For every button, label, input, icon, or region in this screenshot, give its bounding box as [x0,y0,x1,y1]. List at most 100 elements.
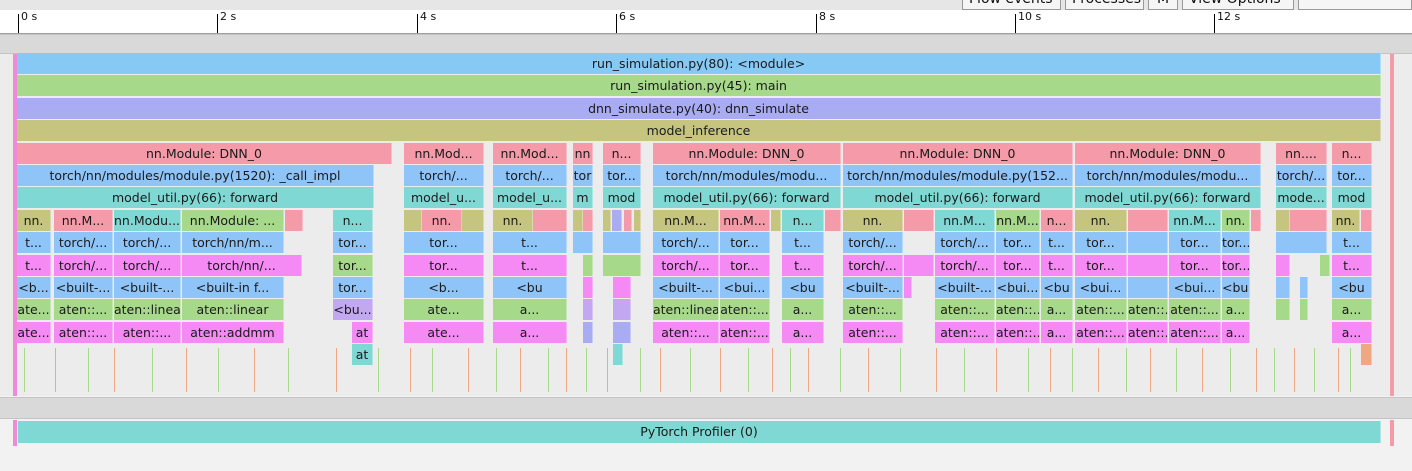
flame-slice[interactable] [904,209,934,231]
flame-slice[interactable]: nn.M... [720,209,770,231]
flame-slice[interactable]: nn.M... [935,209,995,231]
flame-slice[interactable]: torch/... [1276,165,1327,186]
flame-slice[interactable]: at [352,344,373,366]
flame-slice[interactable] [613,321,631,343]
flame-slice[interactable]: n... [782,209,824,231]
flame-slice[interactable]: torch/nn/... [182,254,302,276]
flame-slice[interactable]: <b... [404,277,484,298]
flame-slice[interactable]: nn.Module: DNN_0 [17,142,392,164]
flame-slice[interactable]: <built-... [843,277,903,298]
flame-slice[interactable] [613,277,631,298]
flame-slice[interactable]: nn.M... [1169,209,1221,231]
flame-slice[interactable]: tor... [404,254,484,276]
flame-slice[interactable]: nn.... [1276,142,1327,164]
flame-slice[interactable]: <bui... [1169,277,1221,298]
flame-slice[interactable]: n... [333,209,373,231]
flame-slice[interactable]: <built-... [653,277,719,298]
flame-slice[interactable]: model_util.py(66): forward [843,187,1073,209]
flame-slice[interactable] [573,232,593,254]
flame-slice[interactable]: a... [1041,321,1073,343]
flame-slice[interactable]: torch/nn/modules/module.py(152... [843,165,1073,186]
flame-slice[interactable] [603,254,641,276]
flame-slice[interactable]: aten::... [1075,321,1127,343]
flame-slice[interactable] [404,209,422,231]
flame-slice[interactable]: torch/... [935,254,995,276]
flame-slice[interactable]: aten::... [54,321,113,343]
flame-slice[interactable] [904,277,912,298]
flame-slice[interactable] [1128,254,1168,276]
flame-slice[interactable] [1276,209,1290,231]
flame-slice[interactable]: tor... [720,232,770,254]
flame-slice[interactable]: torch/... [653,254,719,276]
flame-slice[interactable] [624,209,632,231]
flame-slice[interactable]: aten::... [843,321,903,343]
flame-slice[interactable]: aten::... [54,299,113,321]
flame-slice[interactable]: ate... [404,299,484,321]
flame-slice[interactable]: t... [1041,232,1073,254]
flame-slice[interactable]: <built-... [935,277,995,298]
flame-slice[interactable]: tor... [1169,254,1221,276]
flame-slice[interactable]: aten::... [720,299,770,321]
process-header-band[interactable] [0,34,1412,54]
flame-slice[interactable] [583,299,593,321]
flame-slice[interactable] [612,209,622,231]
flame-slice[interactable]: tor [573,165,593,186]
flame-slice[interactable]: ate... [17,321,51,343]
flame-slice[interactable] [613,344,623,366]
flame-slice[interactable] [1361,209,1372,231]
flame-slice[interactable]: <built-... [54,277,113,298]
flame-slice[interactable]: <bui... [720,277,770,298]
flame-slice[interactable]: aten::... [1075,299,1127,321]
flame-slice[interactable]: aten::... [1128,299,1168,321]
flame-slice[interactable]: aten::linear [114,299,181,321]
flame-slice[interactable] [1361,344,1372,366]
flame-slice[interactable]: model_inference [17,120,1381,142]
flame-slice[interactable]: model_u... [404,187,484,209]
flame-slice[interactable]: t... [1041,254,1073,276]
flame-slice[interactable]: torch/... [843,232,903,254]
flame-slice[interactable]: aten::... [996,299,1040,321]
flame-slice[interactable]: nn.Mod... [493,142,567,164]
flame-slice[interactable] [1276,277,1290,298]
flame-slice[interactable]: torch/... [114,254,181,276]
flame-slice[interactable] [583,277,593,298]
flame-slice[interactable]: <bu [782,277,824,298]
flame-slice[interactable]: torch/... [114,232,181,254]
flame-slice[interactable]: t... [17,254,51,276]
flame-slice[interactable] [583,209,593,231]
m-button[interactable]: M [1148,0,1178,10]
flame-slice[interactable]: aten::... [1169,299,1221,321]
flame-slice[interactable]: tor... [1222,232,1250,254]
flame-slice[interactable]: t... [17,232,51,254]
flame-slice[interactable]: tor... [404,232,484,254]
flame-slice[interactable]: a... [493,299,567,321]
flame-slice[interactable] [462,209,484,231]
time-ruler[interactable]: 0 s 2 s 4 s 6 s 8 s 10 s 12 s [0,10,1412,34]
flame-slice[interactable]: <bu [1332,277,1372,298]
flame-slice[interactable]: aten::linear [653,299,719,321]
flame-slice[interactable]: torch/nn/modules/module.py(1520): _call_… [17,165,374,186]
flow-events-button[interactable]: Flow events [962,0,1061,10]
flame-slice[interactable]: torch/nn/m... [182,232,284,254]
flame-slice[interactable]: t... [1332,254,1372,276]
flame-slice[interactable]: aten::addmm [182,321,284,343]
flame-slice[interactable] [1128,209,1168,231]
flame-slice[interactable]: <bu... [333,299,373,321]
flame-slice[interactable]: nn.Module: DNN_0 [1075,142,1261,164]
flame-slice[interactable]: aten::... [1169,321,1221,343]
flame-slice[interactable]: torch/nn/modules/modu... [653,165,841,186]
flame-slice[interactable]: aten::... [996,321,1040,343]
flame-slice[interactable] [613,299,631,321]
flame-slice[interactable] [1300,299,1308,321]
flame-slice[interactable]: aten::... [935,321,995,343]
flame-slice[interactable]: tor... [1075,232,1127,254]
flame-slice[interactable] [1320,254,1330,276]
flame-slice[interactable] [533,209,567,231]
flame-slice[interactable]: torch/... [843,254,903,276]
flame-slice[interactable]: aten::... [653,321,719,343]
flame-slice[interactable] [634,209,641,231]
flame-slice[interactable]: aten::... [720,321,770,343]
flame-slice[interactable]: nn.Module: DNN_0 [843,142,1073,164]
flame-slice[interactable]: nn. [422,209,462,231]
flame-slice[interactable]: a... [1332,299,1372,321]
